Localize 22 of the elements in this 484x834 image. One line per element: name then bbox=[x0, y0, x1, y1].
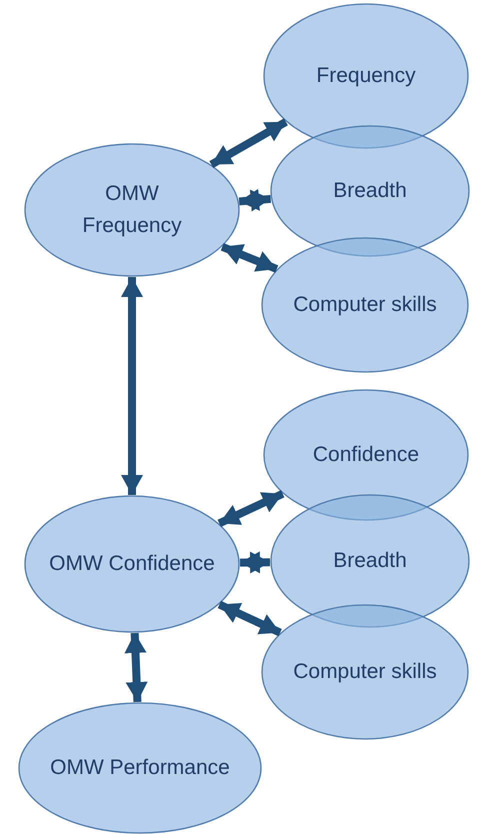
node-label: OMW Frequency bbox=[81, 181, 183, 239]
double-arrow bbox=[121, 277, 143, 495]
node-label: Computer skills bbox=[293, 292, 437, 318]
double-arrow bbox=[238, 188, 272, 212]
double-arrow bbox=[220, 243, 278, 273]
ellipse-node bbox=[24, 143, 240, 277]
node-label: Computer skills bbox=[293, 659, 437, 685]
double-arrow bbox=[218, 600, 282, 636]
double-arrow bbox=[240, 551, 270, 574]
ellipse-node bbox=[261, 237, 469, 373]
node-label: OMW Confidence bbox=[49, 551, 215, 577]
double-arrow bbox=[209, 118, 288, 168]
double-arrow bbox=[124, 632, 148, 702]
ellipse-node bbox=[24, 495, 240, 633]
node-label: Frequency bbox=[316, 63, 416, 89]
node-label: Breadth bbox=[333, 178, 407, 204]
double-arrow bbox=[218, 490, 284, 527]
node-label: Breadth bbox=[333, 548, 407, 574]
node-label: Confidence bbox=[312, 442, 420, 468]
node-label: OMW Performance bbox=[50, 755, 230, 781]
ellipse-node bbox=[18, 702, 262, 834]
ellipse-node bbox=[261, 604, 469, 740]
